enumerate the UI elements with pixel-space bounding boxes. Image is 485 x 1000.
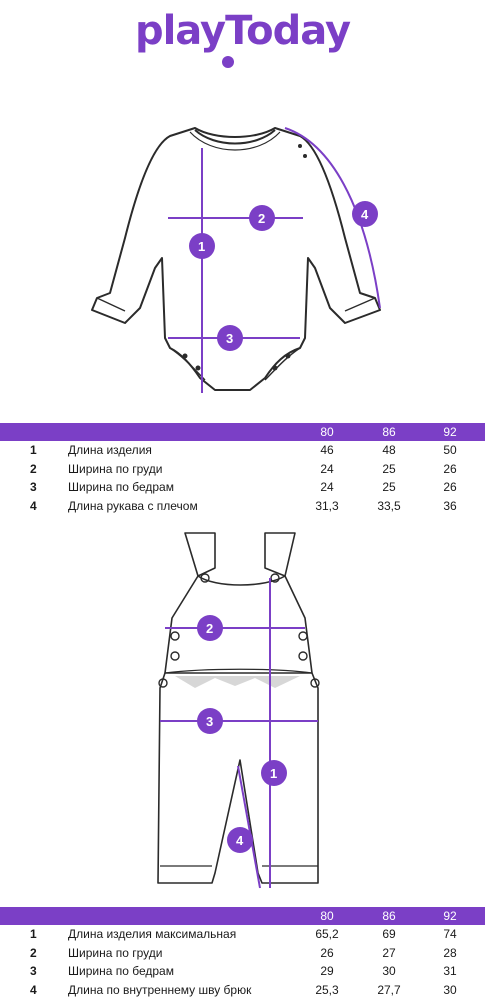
row-number: 1 [30,927,37,941]
row-value: 74 [443,927,457,941]
row-value: 28 [443,945,457,960]
marker-3 [197,708,223,734]
table-row: 1 Длина изделия 46 48 50 [0,441,485,460]
marker-3 [217,325,243,351]
size-table-header: 80 86 92 [0,907,485,925]
row-number: 2 [30,945,37,960]
row-value: 25 [382,480,396,494]
size-header-86: 86 [382,909,396,923]
table-row: 1 Длина изделия максимальная 65,2 69 74 [0,925,485,944]
row-value: 30 [382,964,396,978]
row-number: 4 [30,498,37,513]
marker-2 [249,205,275,231]
overalls-drawing: 1 2 3 4 [157,532,320,889]
size-header-92: 92 [443,425,457,439]
overalls-diagram: 1 2 3 4 [0,528,485,903]
row-value: 26 [443,461,457,476]
row-value: 69 [382,927,396,941]
marker-1-label: 1 [198,239,205,254]
row-label: Ширина по груди [68,945,163,960]
row-value: 24 [320,480,334,494]
row-value: 31,3 [315,498,339,513]
marker-4 [352,201,378,227]
row-label: Ширина по бедрам [68,964,174,978]
row-value: 26 [443,480,457,494]
row-label: Ширина по бедрам [68,480,174,494]
row-value: 25 [382,461,396,476]
marker-1-label: 1 [270,766,277,781]
marker-4-label: 4 [236,833,244,848]
brand-name: playToday [134,8,351,54]
marker-3-label: 3 [206,714,213,729]
table-row: 4 Длина по внутреннему шву брюк 25,3 27,… [0,981,485,1000]
size-header-86: 86 [382,425,396,439]
row-number: 2 [30,461,37,476]
row-label: Ширина по груди [68,461,163,476]
row-value: 29 [320,964,334,978]
bodysuit-diagram: 1 2 3 4 [0,118,485,408]
row-value: 65,2 [315,927,339,941]
marker-1 [261,760,287,786]
row-value: 25,3 [315,982,339,997]
row-value: 30 [443,982,457,997]
row-number: 3 [30,480,37,494]
brand-logo: playToday [0,8,485,54]
row-label: Длина изделия максимальная [68,927,237,941]
table-row: 3 Ширина по бедрам 24 25 26 [0,478,485,497]
row-value: 50 [443,443,457,457]
table-row: 3 Ширина по бедрам 29 30 31 [0,962,485,981]
marker-2 [197,615,223,641]
table-row: 2 Ширина по груди 26 27 28 [0,944,485,963]
row-value: 33,5 [377,498,401,513]
bodysuit-drawing: 1 2 3 4 [91,127,381,393]
row-number: 1 [30,443,37,457]
marker-4 [227,827,253,853]
marker-1 [189,233,215,259]
row-value: 27,7 [377,982,401,997]
row-value: 24 [320,461,334,476]
marker-4-label: 4 [361,207,369,222]
table-row: 2 Ширина по груди 24 25 26 [0,460,485,479]
size-header-80: 80 [320,909,334,923]
row-value: 31 [443,964,457,978]
row-value: 36 [443,498,457,513]
row-label: Длина по внутреннему шву брюк [68,982,252,997]
size-header-80: 80 [320,425,334,439]
row-value: 26 [320,945,334,960]
marker-2-label: 2 [206,621,213,636]
size-header-92: 92 [443,909,457,923]
row-number: 4 [30,982,37,997]
bodysuit-size-table: 80 86 92 1 Длина изделия 46 48 50 2 Шири… [0,423,485,515]
row-value: 48 [382,443,396,457]
table-row: 4 Длина рукава с плечом 31,3 33,5 36 [0,497,485,516]
row-number: 3 [30,964,37,978]
brand-logo-dot [222,56,234,68]
marker-3-label: 3 [226,331,233,346]
row-label: Длина изделия [68,443,152,457]
marker-2-label: 2 [258,211,265,226]
row-value: 27 [382,945,396,960]
row-value: 46 [320,443,334,457]
size-table-header: 80 86 92 [0,423,485,441]
row-label: Длина рукава с плечом [68,498,198,513]
overalls-size-table: 80 86 92 1 Длина изделия максимальная 65… [0,907,485,999]
